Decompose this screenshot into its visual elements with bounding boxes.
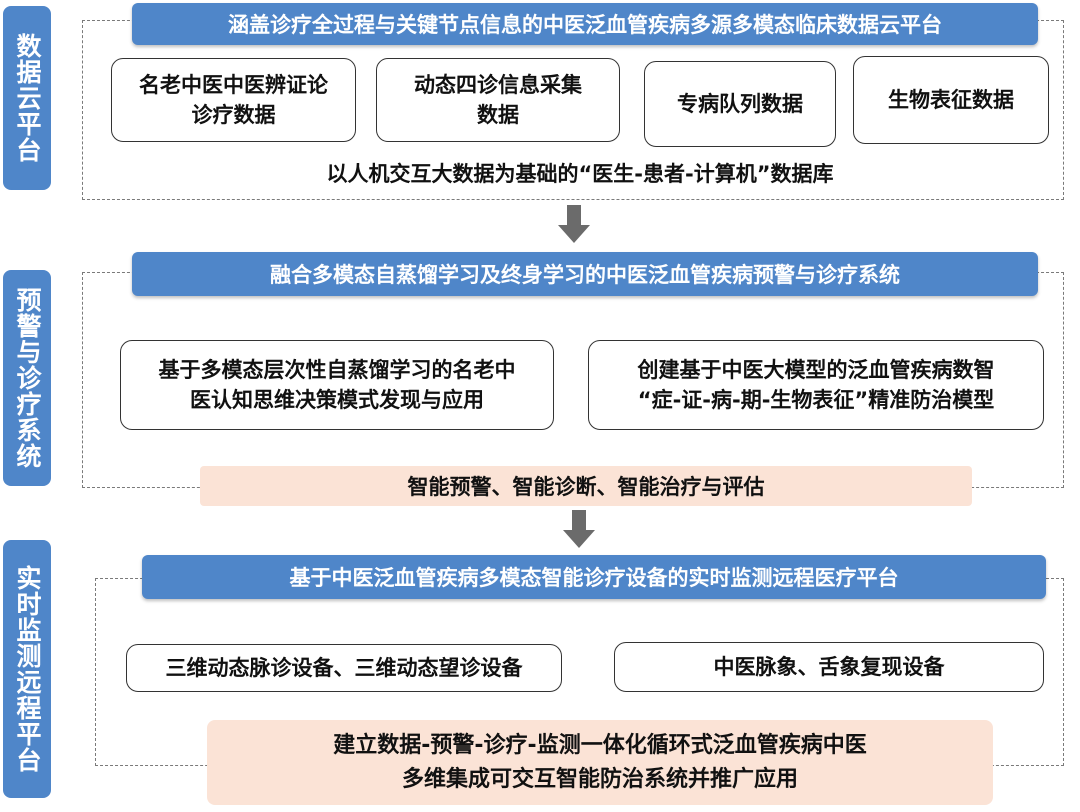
- box-disease-cohort-data: 专病队列数据: [644, 61, 836, 147]
- box-four-diagnosis-data: 动态四诊信息采集 数据: [376, 58, 620, 142]
- box-large-model: 创建基于中医大模型的泛血管疾病数智 “症-证-病-期-生物表征”精准防治模型: [588, 340, 1044, 430]
- down-arrow-icon: [563, 510, 595, 548]
- box-self-distillation: 基于多模态层次性自蒸馏学习的名老中 医认知思维决策模式发现与应用: [120, 340, 554, 430]
- box-biomarker-data: 生物表征数据: [853, 56, 1049, 144]
- side-label-warning-system: 预警与诊疗系统: [3, 270, 51, 486]
- box-pulse-tongue-devices: 中医脉象、舌象复现设备: [614, 642, 1044, 692]
- banner-remote-platform: 基于中医泛血管疾病多模态智能诊疗设备的实时监测远程医疗平台: [142, 555, 1046, 599]
- footer-database: 以人机交互大数据为基础的“医生-患者-计算机”数据库: [326, 162, 834, 186]
- footer-intelligent-functions: 智能预警、智能诊断、智能治疗与评估: [200, 466, 972, 506]
- down-arrow-icon: [558, 205, 590, 243]
- side-label-remote-platform: 实时监测远程平台: [3, 540, 51, 798]
- box-3d-diagnosis-devices: 三维动态脉诊设备、三维动态望诊设备: [126, 644, 562, 692]
- box-master-tcm-data: 名老中医中医辨证论 诊疗数据: [111, 58, 356, 142]
- footer-integrated-system: 建立数据-预警-诊疗-监测一体化循环式泛血管疾病中医 多维集成可交互智能防治系统…: [207, 720, 993, 805]
- banner-warning-system: 融合多模态自蒸馏学习及终身学习的中医泛血管疾病预警与诊疗系统: [132, 252, 1038, 296]
- side-label-data-cloud: 数据云平台: [3, 6, 51, 190]
- banner-data-cloud: 涵盖诊疗全过程与关键节点信息的中医泛血管疾病多源多模态临床数据云平台: [132, 3, 1038, 45]
